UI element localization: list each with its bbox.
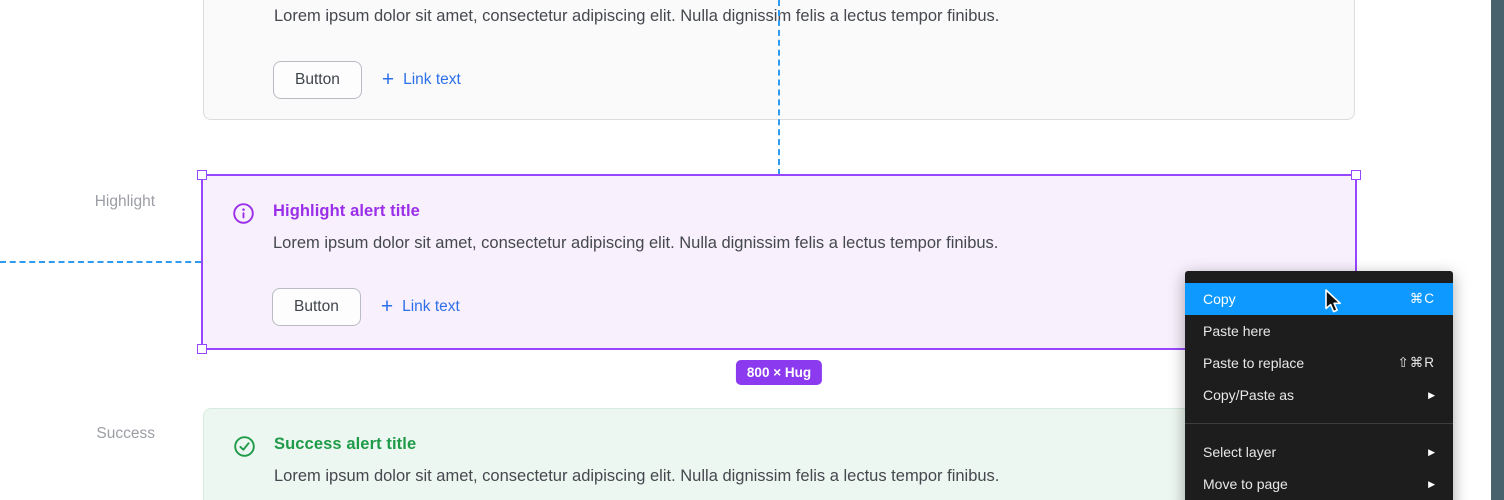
vertical-center-guide xyxy=(778,0,780,175)
selection-handle-top-right[interactable] xyxy=(1351,170,1361,180)
menu-item-label: Select layer xyxy=(1203,444,1277,460)
menu-item-label: Copy/Paste as xyxy=(1203,387,1295,403)
size-badge: 800 × Hug xyxy=(735,360,823,385)
row-label-success: Success xyxy=(96,425,155,442)
submenu-arrow-icon: ▶ xyxy=(1428,446,1435,457)
alert-actions: Button + Link text xyxy=(273,61,461,99)
alert-button[interactable]: Button xyxy=(272,288,361,326)
menu-item-paste-to-replace[interactable]: Paste to replace ⇧⌘R xyxy=(1185,347,1453,379)
menu-item-shortcut: ⌘C xyxy=(1409,291,1435,306)
menu-item-copy-paste-as[interactable]: Copy/Paste as ▶ xyxy=(1185,379,1453,411)
menu-item-select-layer[interactable]: Select layer ▶ xyxy=(1185,436,1453,468)
alert-link-label: Link text xyxy=(402,298,460,315)
horizontal-center-guide xyxy=(0,261,201,263)
plus-icon: + xyxy=(381,67,395,91)
menu-item-copy[interactable]: Copy ⌘C xyxy=(1185,283,1453,315)
menu-item-shortcut: ⇧⌘R xyxy=(1397,355,1435,370)
plus-icon: + xyxy=(380,294,394,318)
menu-item-paste-here[interactable]: Paste here xyxy=(1185,315,1453,347)
alert-body-text: Lorem ipsum dolor sit amet, consectetur … xyxy=(273,234,999,252)
alert-card-success[interactable]: Success alert title Lorem ipsum dolor si… xyxy=(203,408,1355,500)
alert-link-label: Link text xyxy=(403,71,461,88)
alert-body-text: Lorem ipsum dolor sit amet, consectetur … xyxy=(274,467,1000,485)
alert-link[interactable]: + Link text xyxy=(380,294,460,318)
menu-item-label: Paste here xyxy=(1203,323,1271,339)
alert-title: Highlight alert title xyxy=(273,202,420,220)
alert-actions: Button + Link text xyxy=(272,288,460,326)
menu-divider xyxy=(1185,423,1453,424)
menu-item-label: Paste to replace xyxy=(1203,355,1305,371)
menu-item-move-to-page[interactable]: Move to page ▶ xyxy=(1185,468,1453,500)
alert-button[interactable]: Button xyxy=(273,61,362,99)
row-label-highlight: Highlight xyxy=(94,193,155,210)
check-circle-icon xyxy=(234,436,255,457)
alert-body-text: Lorem ipsum dolor sit amet, consectetur … xyxy=(274,7,1000,25)
submenu-arrow-icon: ▶ xyxy=(1428,389,1435,400)
alert-card-highlight[interactable]: Highlight alert title Lorem ipsum dolor … xyxy=(203,176,1355,348)
selection-handle-bottom-left[interactable] xyxy=(197,344,207,354)
menu-item-label: Move to page xyxy=(1203,476,1288,492)
selection-handle-top-left[interactable] xyxy=(197,170,207,180)
alert-link[interactable]: + Link text xyxy=(381,67,461,91)
info-circle-icon xyxy=(233,203,254,224)
menu-item-label: Copy xyxy=(1203,291,1236,307)
right-panel-edge[interactable] xyxy=(1491,0,1504,500)
submenu-arrow-icon: ▶ xyxy=(1428,478,1435,489)
alert-title: Success alert title xyxy=(274,435,417,453)
